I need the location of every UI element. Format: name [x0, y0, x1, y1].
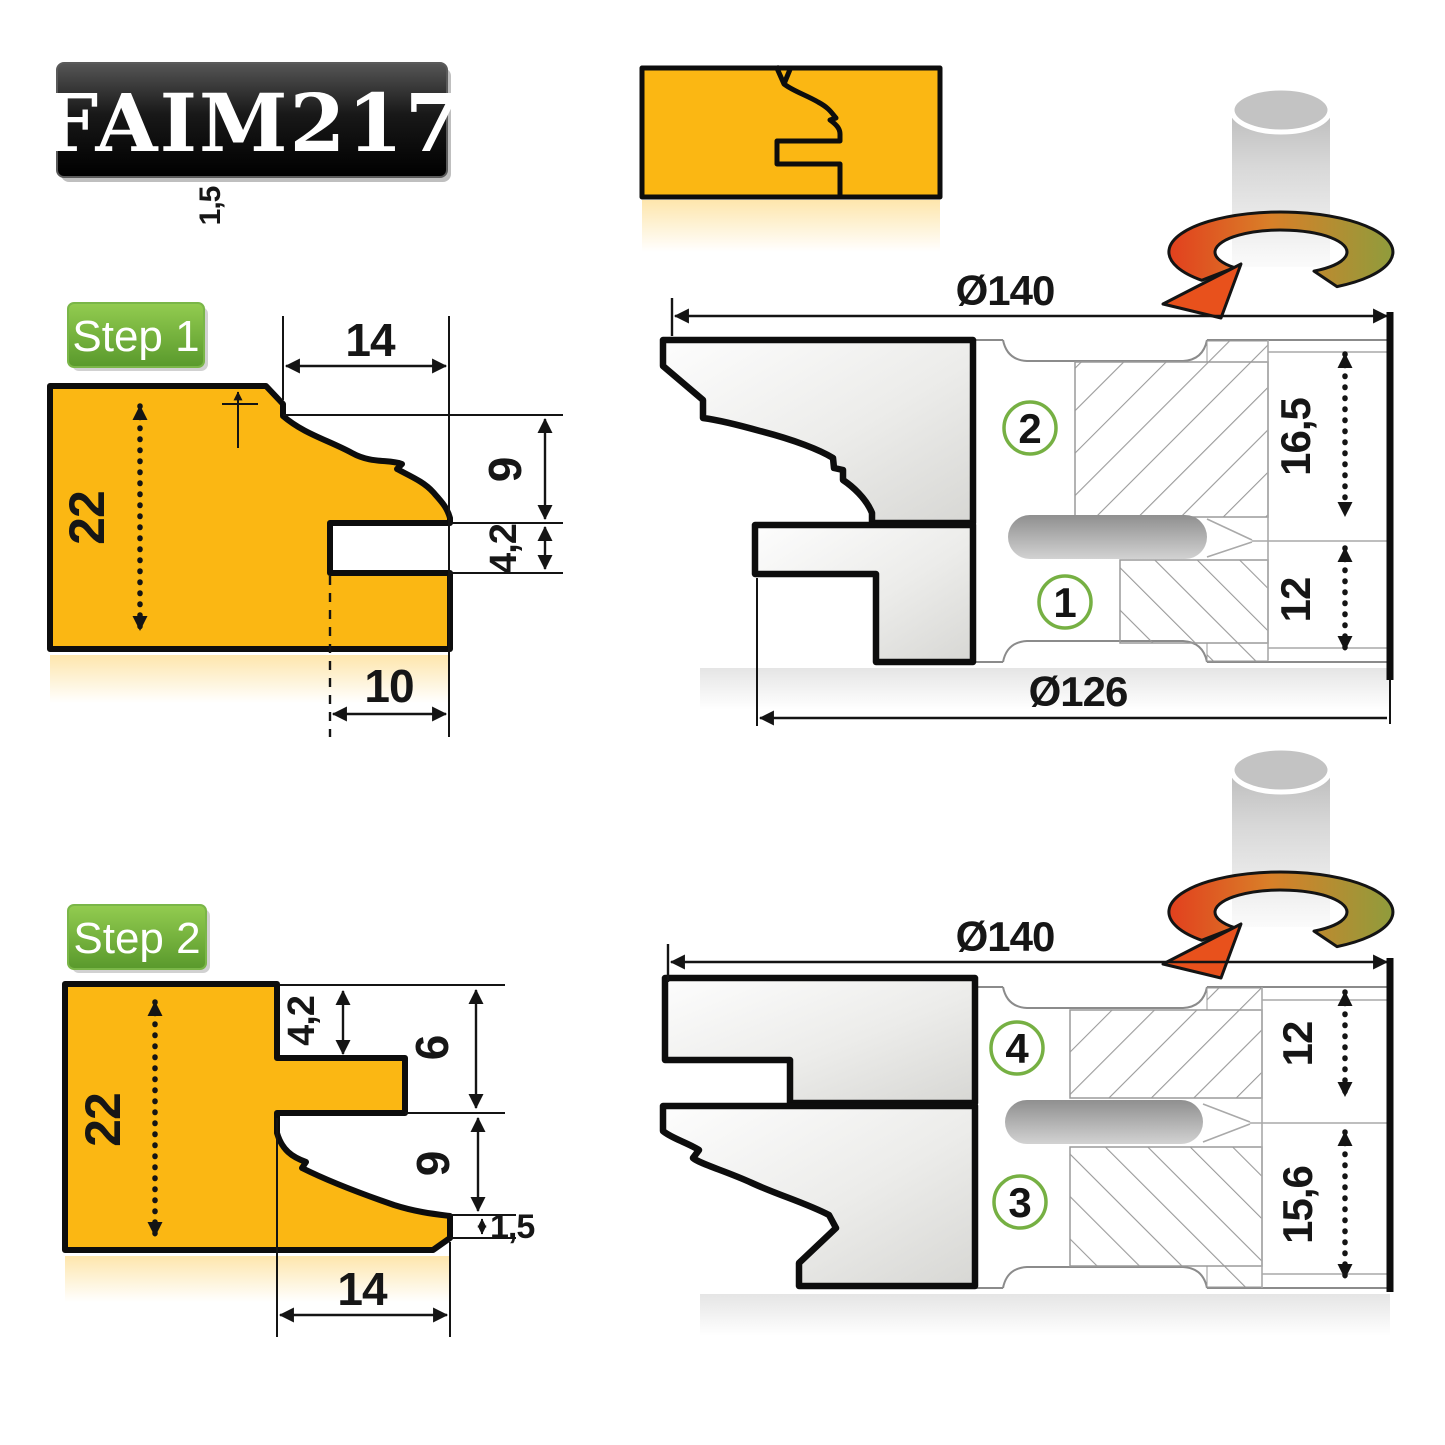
step1-reflection [50, 655, 450, 703]
head2-top-notch [1002, 986, 1208, 1009]
head1-knife-profile [659, 336, 977, 527]
step1-dim-14: 14 [345, 314, 396, 366]
step2-label: Step 2 [73, 914, 200, 963]
step1-badge [67, 302, 205, 368]
head1-knife-bottom-circle [1037, 574, 1093, 630]
joint-reflection [642, 200, 940, 252]
head1-hatch-upper-corner [1206, 340, 1269, 363]
head2-d140-label: Ø140 [956, 913, 1055, 960]
step2-dim-6: 6 [406, 1036, 458, 1061]
step2-dim-22: 22 [75, 1093, 131, 1147]
head2-knife-profile [659, 1102, 979, 1290]
head1-knife-groover [751, 521, 977, 666]
head2-hatch-upper-corner [1206, 987, 1263, 1011]
step1-dim-10: 10 [364, 660, 413, 712]
head1-d126-label: Ø126 [1029, 668, 1128, 715]
step1-dim-42: 4,2 [483, 524, 525, 574]
head1-cut-bottom-label: 12 [1272, 578, 1319, 623]
head2-cut-bottom-label: 15,6 [1274, 1166, 1321, 1244]
head1-body-edges [975, 339, 1388, 663]
product-badge-plate [56, 62, 448, 178]
head2-knife-top-number: 4 [1005, 1025, 1029, 1072]
head1-reflection [700, 668, 1390, 710]
step2-dim-9: 9 [407, 1152, 459, 1177]
head2-knife-bottom-circle [992, 1174, 1048, 1230]
head2-bottom-notch [1002, 1266, 1208, 1289]
step1-dim-15: 1,5 [194, 186, 227, 225]
head1-rim-lines [1267, 340, 1387, 660]
step2-reflection [65, 1256, 450, 1302]
head2-hatch-upper [1069, 1009, 1263, 1099]
step2-dim-42: 4,2 [281, 996, 323, 1046]
head1-hatch-upper [1074, 361, 1269, 518]
head2-reflection [700, 1294, 1390, 1336]
step1-dim-22: 22 [59, 491, 115, 545]
head1-hatch-lower [1119, 559, 1269, 644]
step2-badge [67, 904, 207, 970]
head1-wedge-slot [1008, 515, 1207, 559]
head2-rim-lines [1261, 987, 1387, 1288]
spindle-bottom [1163, 748, 1393, 978]
head2-slot-taper [1202, 1103, 1387, 1143]
head2-hatch-lower [1069, 1146, 1263, 1267]
head1-knife-top-circle [1002, 400, 1058, 456]
joint-sample [639, 64, 943, 252]
head2-cut-top-label: 12 [1274, 1022, 1321, 1067]
head1-top-notch [1002, 339, 1208, 362]
head1-hatch-lower-corner [1206, 642, 1269, 662]
step2-dim-14: 14 [337, 1263, 388, 1315]
step1-label: Step 1 [72, 312, 199, 361]
product-badge: FAIM217 [41, 62, 462, 182]
head1-slot-taper [1206, 518, 1387, 558]
step2-section: Step 2 22 4,2 6 9 1,5 14 [62, 904, 535, 1337]
head2-wedge-slot [1005, 1100, 1203, 1144]
head2-body-edges [975, 986, 1388, 1289]
head1-bottom-notch [1002, 640, 1208, 663]
step2-dim-15: 1,5 [490, 1208, 534, 1246]
product-code: FAIM217 [41, 76, 462, 170]
joint-wood-block [639, 65, 943, 200]
step1-section: Step 1 14 1,5 22 9 4,2 10 [47, 186, 563, 737]
head1-knife-top-number: 2 [1018, 405, 1041, 452]
head2-knife-bottom-number: 3 [1008, 1179, 1031, 1226]
head2-knife-tongue [661, 974, 979, 1107]
joint-seam-line [773, 64, 843, 197]
head1-cut-top-label: 16,5 [1272, 397, 1319, 475]
head1-knife-bottom-number: 1 [1053, 579, 1076, 626]
spindle-top [1163, 88, 1393, 318]
cutterhead-step2: 4 3 Ø140 12 15,6 [659, 913, 1394, 1336]
step1-dim-9: 9 [479, 458, 531, 483]
cutterhead-step1: 2 1 Ø140 Ø126 16,5 12 [659, 267, 1394, 726]
head2-knife-top-circle [989, 1020, 1045, 1076]
head2-hatch-lower-corner [1206, 1265, 1263, 1288]
head1-d140-label: Ø140 [956, 267, 1055, 314]
